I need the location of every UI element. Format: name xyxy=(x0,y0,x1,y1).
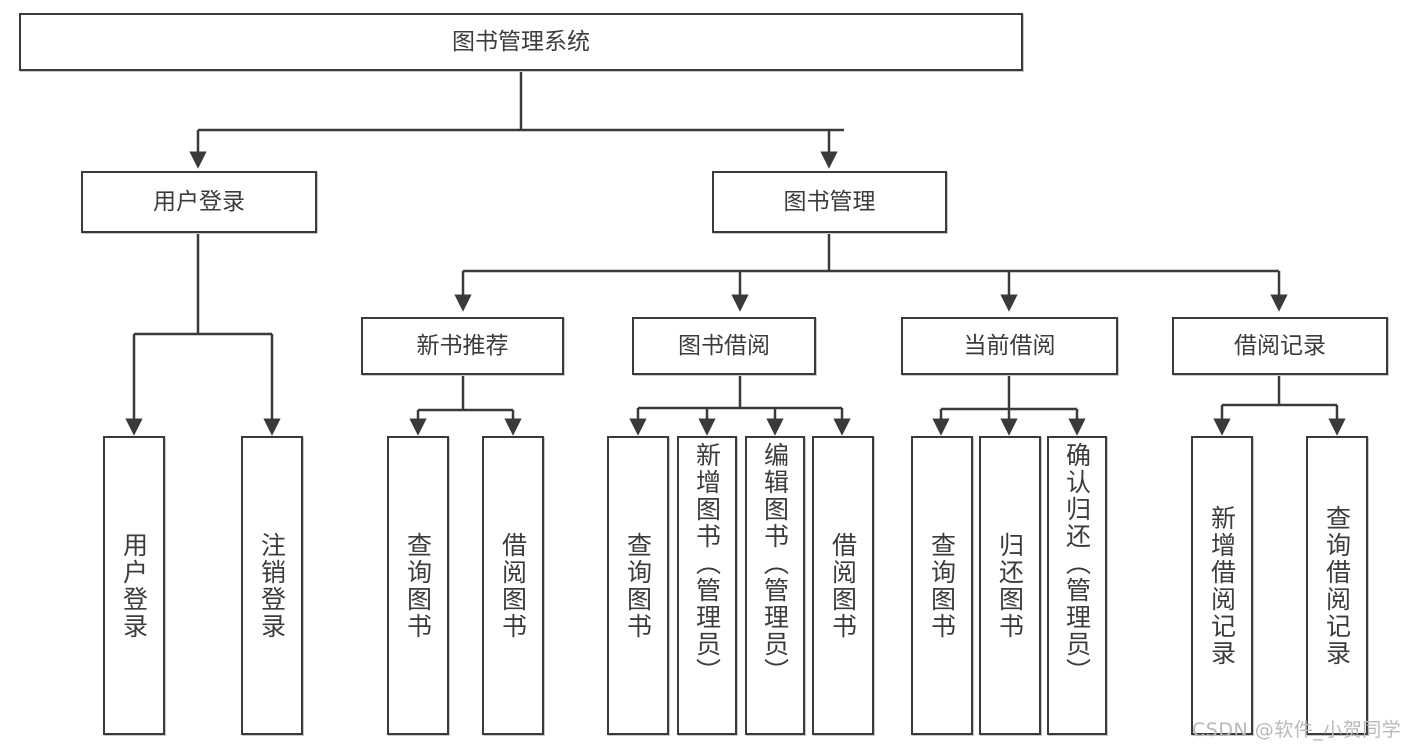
node-leaf-logout[interactable]: 注销登录 xyxy=(241,436,303,735)
node-leaf-query-book-borrow[interactable]: 查询图书 xyxy=(607,436,669,735)
node-borrow-record[interactable]: 借阅记录 xyxy=(1172,317,1388,375)
node-book-borrow[interactable]: 图书借阅 xyxy=(632,317,816,375)
node-root-system[interactable]: 图书管理系统 xyxy=(19,13,1023,71)
node-book-management[interactable]: 图书管理 xyxy=(712,171,947,233)
node-label: 借阅记录 xyxy=(1234,332,1326,359)
node-label: 图书管理 xyxy=(783,188,876,215)
node-current-borrow[interactable]: 当前借阅 xyxy=(901,317,1118,375)
node-label: 借阅图书 xyxy=(498,531,528,640)
node-leaf-add-book-admin[interactable]: 新增图书（管理员） xyxy=(677,436,737,735)
csdn-watermark: CSDN @软件_小贺同学 xyxy=(1192,719,1402,741)
node-label: 注销登录 xyxy=(257,531,287,640)
node-leaf-add-borrow-record[interactable]: 新增借阅记录 xyxy=(1191,436,1253,735)
node-label: 借阅图书 xyxy=(828,531,858,640)
node-leaf-query-borrow-record[interactable]: 查询借阅记录 xyxy=(1306,436,1368,735)
node-label: 用户登录 xyxy=(119,531,149,640)
node-label: 查询图书 xyxy=(623,531,653,640)
node-label: 当前借阅 xyxy=(963,332,1056,359)
node-leaf-user-login[interactable]: 用户登录 xyxy=(103,436,165,735)
node-label: 编辑图书（管理员） xyxy=(760,442,790,685)
node-label: 查询图书 xyxy=(927,531,957,640)
node-leaf-borrow-book-recommend[interactable]: 借阅图书 xyxy=(482,436,544,735)
node-label: 新书推荐 xyxy=(416,332,509,359)
node-leaf-return-book[interactable]: 归还图书 xyxy=(979,436,1041,735)
node-leaf-borrow-book[interactable]: 借阅图书 xyxy=(812,436,874,735)
node-user-login[interactable]: 用户登录 xyxy=(81,171,317,233)
node-label: 归还图书 xyxy=(995,531,1025,640)
node-label: 图书借阅 xyxy=(678,332,770,359)
node-label: 查询借阅记录 xyxy=(1322,504,1352,667)
node-leaf-query-book-recommend[interactable]: 查询图书 xyxy=(387,436,449,735)
node-label: 查询图书 xyxy=(403,531,433,640)
node-leaf-query-book-current[interactable]: 查询图书 xyxy=(911,436,973,735)
node-label: 用户登录 xyxy=(153,188,245,215)
node-label: 确认归还（管理员） xyxy=(1062,442,1092,685)
node-label: 图书管理系统 xyxy=(452,28,590,55)
node-leaf-confirm-return-admin[interactable]: 确认归还（管理员） xyxy=(1047,436,1107,735)
node-leaf-edit-book-admin[interactable]: 编辑图书（管理员） xyxy=(745,436,805,735)
node-label: 新增图书（管理员） xyxy=(692,442,722,685)
node-label: 新增借阅记录 xyxy=(1207,504,1237,667)
node-new-book-recommend[interactable]: 新书推荐 xyxy=(361,317,564,375)
